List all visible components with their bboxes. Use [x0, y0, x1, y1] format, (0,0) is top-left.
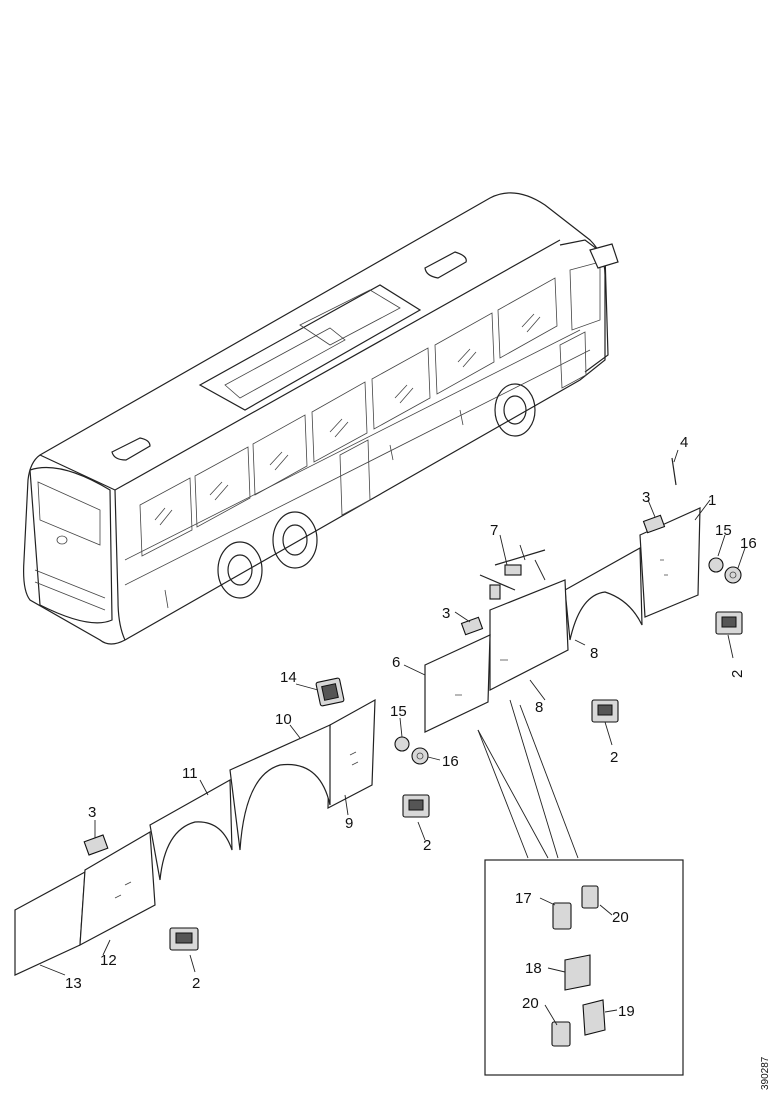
callout-12: 12 [100, 952, 117, 969]
callout-3: 3 [88, 804, 96, 821]
leader-lines [39, 449, 746, 1026]
callout-20: 20 [522, 995, 539, 1012]
callout-10: 10 [275, 711, 292, 728]
latch-box-1 [715, 611, 743, 635]
pin-part [671, 457, 677, 486]
latch-box-3 [402, 794, 430, 818]
callout-7: 7 [490, 522, 498, 539]
detail-inset [484, 859, 684, 1076]
callout-20: 20 [612, 909, 629, 926]
center-side-panels [149, 677, 430, 881]
callout-18: 18 [525, 960, 542, 977]
callout-19: 19 [618, 1003, 635, 1020]
callout-11: 11 [182, 765, 198, 782]
callout-2: 2 [610, 749, 618, 766]
callout-1: 1 [708, 492, 716, 509]
reference-code: 390287 [760, 1056, 771, 1090]
callout-4: 4 [680, 434, 688, 451]
bus-illustration [23, 192, 619, 645]
callout-17: 17 [515, 890, 532, 907]
callout-16: 16 [442, 753, 459, 770]
callout-8: 8 [590, 645, 598, 662]
callout-2: 2 [192, 975, 200, 992]
front-side-panels [424, 507, 743, 733]
latch-box-2 [591, 699, 619, 723]
callout-6: 6 [392, 654, 400, 671]
callout-2: 2 [729, 670, 746, 678]
callout-8: 8 [535, 699, 543, 716]
callout-3: 3 [442, 605, 450, 622]
callout-labels: 1 2 2 2 2 3 3 3 4 6 7 8 8 9 10 11 12 13 … [65, 434, 757, 1020]
callout-16: 16 [740, 535, 757, 552]
callout-14: 14 [280, 669, 297, 686]
rear-side-panels [14, 830, 199, 976]
callout-9: 9 [345, 815, 353, 832]
callout-15: 15 [390, 703, 407, 720]
callout-2: 2 [423, 837, 431, 854]
callout-13: 13 [65, 975, 82, 992]
hinge-assembly [479, 544, 546, 600]
latch-box-4 [169, 927, 199, 951]
callout-15: 15 [715, 522, 732, 539]
callout-3: 3 [642, 489, 650, 506]
